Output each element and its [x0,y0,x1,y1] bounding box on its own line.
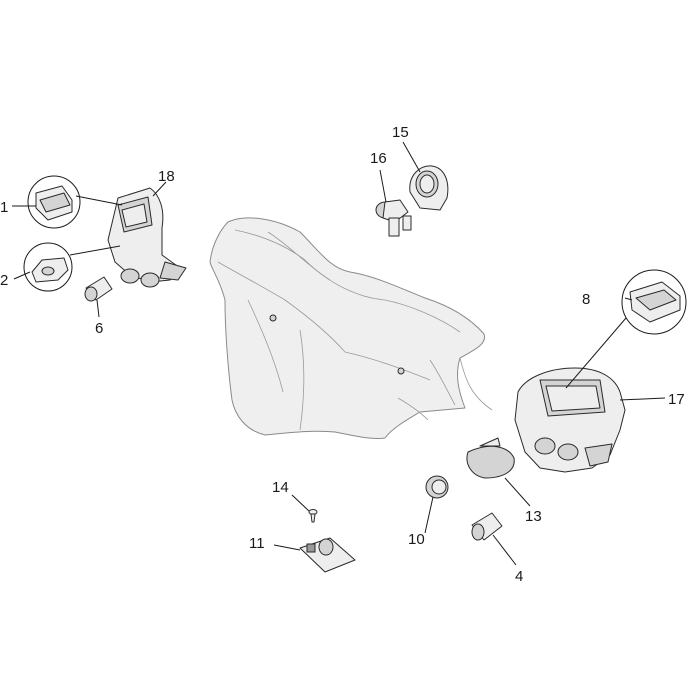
callout-13: 13 [525,508,542,525]
callout-1: 1 [0,199,8,216]
callout-11: 11 [249,535,265,552]
rear-shell [209,217,493,439]
part-2-switch-button [23,242,73,292]
part-16-ignition-lock [375,199,412,237]
callout-4: 4 [515,568,523,585]
mounting-hole [397,367,405,375]
part-6-bulb-socket [84,276,113,302]
part-15-ignition-cover [409,165,449,211]
callout-labels: 1 2 4 6 8 10 11 13 14 15 16 17 18 [0,124,685,585]
part-14-screw [308,509,318,523]
part-8-switch-button [621,269,687,335]
mounting-hole [269,314,277,322]
callout-17: 17 [668,391,685,408]
callout-2: 2 [0,272,8,289]
leader-lines [12,141,666,566]
part-11-bracket [299,537,356,573]
part-10-grommet [425,475,449,499]
callout-16: 16 [370,150,387,167]
part-4-bulb-socket [471,512,503,541]
left-switch-housing [107,187,187,288]
callout-18: 18 [158,168,175,185]
part-13-lens [466,437,515,479]
callout-6: 6 [95,320,103,337]
right-switch-housing [514,367,626,473]
part-1-switch-button [27,175,81,229]
callout-14: 14 [272,479,289,496]
callout-8: 8 [582,291,590,308]
callout-15: 15 [392,124,409,141]
callout-10: 10 [408,531,425,548]
